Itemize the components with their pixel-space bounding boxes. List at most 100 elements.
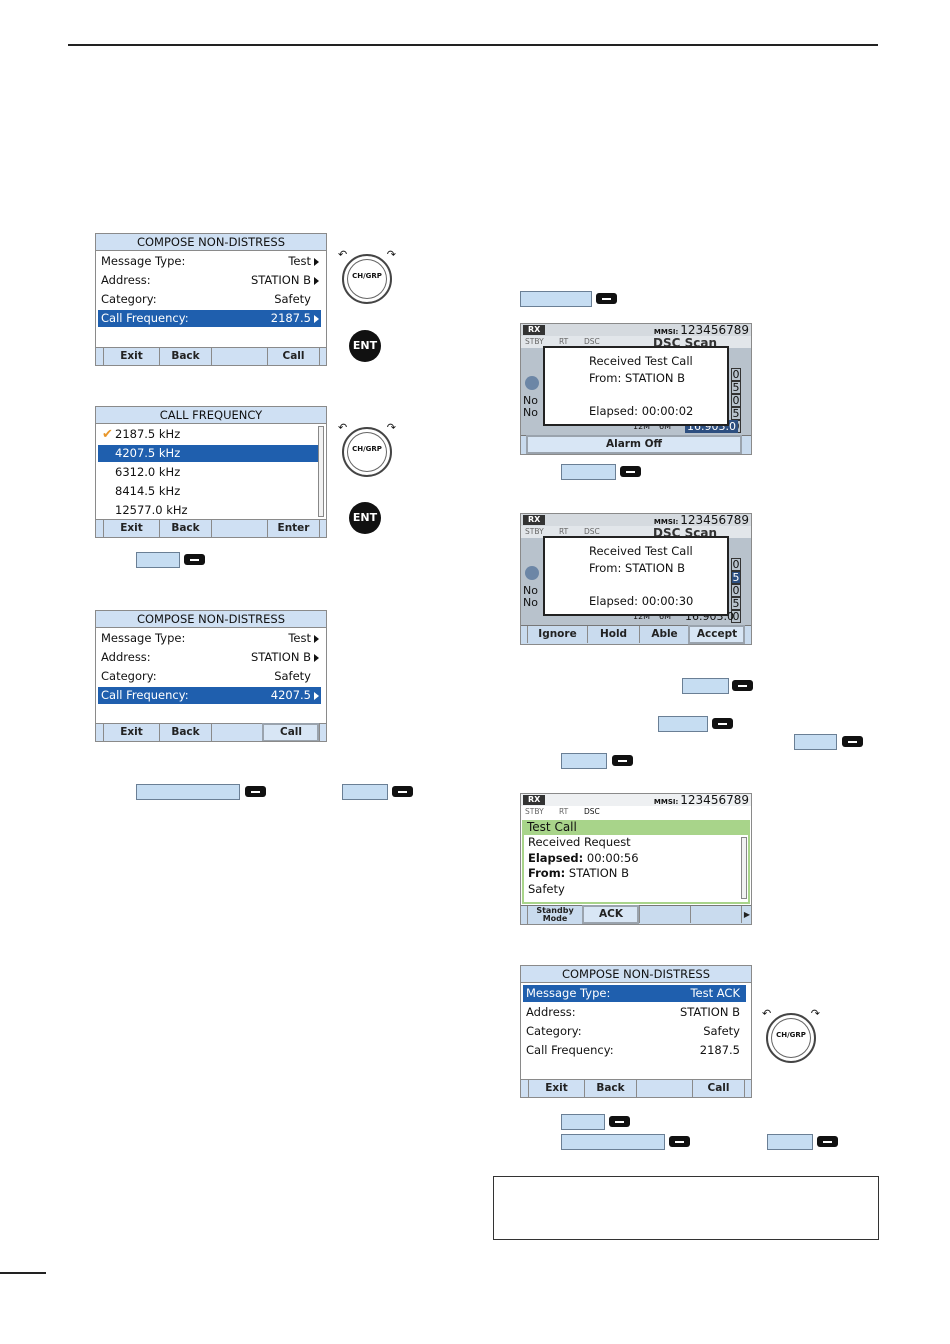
scrollbar[interactable] <box>318 426 324 517</box>
mmsi-readout: MMSI:123456789 <box>653 513 749 527</box>
soft-key-box <box>561 1134 665 1150</box>
ch-grp-knob-icon[interactable]: ↶↷CH/GRP <box>762 1007 820 1063</box>
empty-key[interactable] <box>211 348 267 365</box>
back-key[interactable]: Back <box>584 1080 636 1097</box>
soft-key-icon <box>842 736 863 747</box>
exit-key[interactable]: Exit <box>103 520 159 537</box>
exit-key[interactable]: Exit <box>528 1080 584 1097</box>
ignore-key[interactable]: Ignore <box>527 626 587 643</box>
more-arrow-icon[interactable]: ▶ <box>741 906 751 923</box>
soft-key-icon <box>712 718 733 729</box>
soft-key-bar: Exit Back Enter <box>96 519 326 537</box>
soft-key-icon <box>620 466 641 477</box>
row-category[interactable]: Category:Safety <box>101 669 311 683</box>
soft-key-bar: Ignore Hold Able Accept <box>521 625 751 644</box>
back-key[interactable]: Back <box>159 348 211 365</box>
call-key[interactable]: Call <box>692 1080 744 1097</box>
back-key[interactable]: Back <box>159 520 211 537</box>
freq-item[interactable]: 2187.5 kHz <box>115 427 181 441</box>
soft-key-box <box>682 678 729 694</box>
able-key[interactable]: Able <box>639 626 689 643</box>
row-call-frequency[interactable]: Call Frequency:2187.5 <box>526 1043 740 1057</box>
arrow-right-icon <box>314 654 319 662</box>
arrow-right-icon <box>314 258 319 266</box>
test-call-header: Test Call <box>522 820 750 835</box>
arrow-right-icon <box>314 315 319 323</box>
soft-key-icon <box>732 680 753 691</box>
footer-rule <box>0 1272 46 1274</box>
call-details: Received Request Elapsed: 00:00:56 From:… <box>522 835 750 904</box>
row-category[interactable]: Category:Safety <box>526 1024 740 1038</box>
call-key[interactable]: Call <box>267 348 319 365</box>
soft-key-box <box>136 552 180 568</box>
soft-key-box <box>767 1134 813 1150</box>
exit-key[interactable]: Exit <box>103 724 159 741</box>
soft-key-icon <box>596 293 617 304</box>
row-message-type[interactable]: Message Type:Test <box>98 253 321 270</box>
soft-key-box <box>561 464 616 480</box>
soft-key-icon <box>609 1116 630 1127</box>
row-address[interactable]: Address:STATION B <box>526 1005 740 1019</box>
row-message-type[interactable]: Message Type:Test <box>98 630 321 647</box>
soft-key-icon <box>669 1136 690 1147</box>
soft-key-box <box>658 716 708 732</box>
screen-title: COMPOSE NON-DISTRESS <box>521 966 751 983</box>
row-address[interactable]: Address:STATION B <box>98 649 321 666</box>
enter-key[interactable]: Enter <box>267 520 319 537</box>
soft-key-box <box>136 784 240 800</box>
call-key[interactable]: Call <box>262 723 319 741</box>
row-call-frequency[interactable]: Call Frequency:4207.5 <box>98 687 321 704</box>
screen-title: COMPOSE NON-DISTRESS <box>96 234 326 251</box>
mmsi-readout: MMSI:123456789 <box>653 323 749 337</box>
ent-key-icon[interactable]: ENT <box>349 330 381 362</box>
empty-key[interactable] <box>211 724 263 741</box>
scrollbar[interactable] <box>741 837 747 899</box>
hold-key[interactable]: Hold <box>587 626 639 643</box>
arrow-right-icon <box>314 277 319 285</box>
screen-title: CALL FREQUENCY <box>96 407 326 424</box>
rx-badge: RX <box>523 795 546 805</box>
ack-key[interactable]: ACK <box>582 905 639 924</box>
call-frequency-screen: CALL FREQUENCY ✔ 2187.5 kHz 4207.5 kHz 6… <box>95 406 327 538</box>
soft-key-icon <box>184 554 205 565</box>
soft-key-icon <box>612 755 633 766</box>
empty-key[interactable] <box>639 906 690 923</box>
soft-key-box <box>561 753 607 769</box>
row-address[interactable]: Address:STATION B <box>98 272 321 289</box>
antenna-icon <box>525 376 539 390</box>
exit-key[interactable]: Exit <box>103 348 159 365</box>
screen-title: COMPOSE NON-DISTRESS <box>96 611 326 628</box>
row-call-frequency[interactable]: Call Frequency:2187.5 <box>98 310 321 327</box>
freq-item-selected[interactable]: 4207.5 kHz <box>98 445 318 462</box>
alarm-off-key[interactable]: Alarm Off <box>526 435 742 454</box>
soft-key-bar: Exit Back Call <box>96 347 326 365</box>
arrow-right-icon <box>314 635 319 643</box>
freq-item[interactable]: 6312.0 kHz <box>115 465 181 479</box>
ch-grp-knob-icon[interactable]: ↶↷CH/GRP <box>338 421 396 477</box>
soft-key-bar: Alarm Off <box>521 435 751 454</box>
note-box <box>493 1176 879 1240</box>
row-category[interactable]: Category:Safety <box>101 292 311 306</box>
freq-item[interactable]: 8414.5 kHz <box>115 484 181 498</box>
compose-screen-1: COMPOSE NON-DISTRESS Message Type:Test A… <box>95 233 327 366</box>
empty-key[interactable] <box>211 520 267 537</box>
row-message-type[interactable]: Message Type:Test ACK <box>523 985 746 1002</box>
empty-key[interactable] <box>690 906 741 923</box>
freq-item[interactable]: 12577.0 kHz <box>115 503 188 517</box>
empty-key[interactable] <box>636 1080 692 1097</box>
back-key[interactable]: Back <box>159 724 211 741</box>
soft-key-icon <box>245 786 266 797</box>
checkmark-icon: ✔ <box>102 427 113 442</box>
soft-key-box <box>342 784 388 800</box>
ch-grp-knob-icon[interactable]: ↶↷CH/GRP <box>338 248 396 304</box>
antenna-icon <box>525 566 539 580</box>
accept-key[interactable]: Accept <box>688 625 745 644</box>
ent-key-icon[interactable]: ENT <box>349 502 381 534</box>
